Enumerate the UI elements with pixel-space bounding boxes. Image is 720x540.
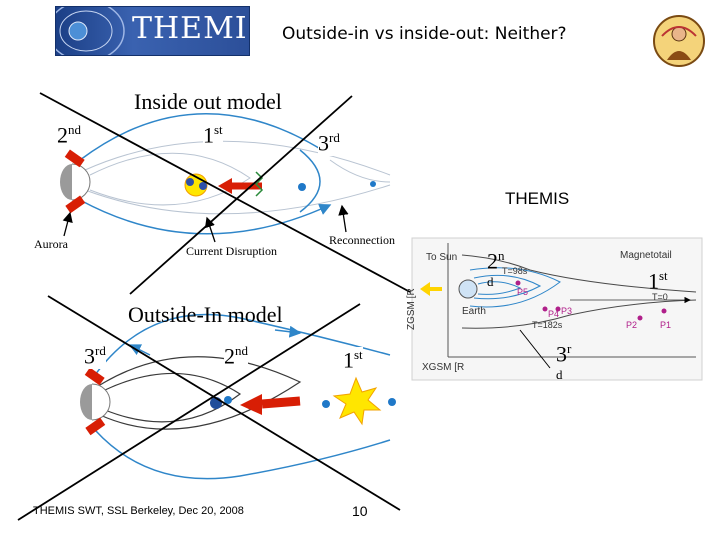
ordinal-suffix: rd bbox=[329, 130, 340, 145]
ordinal-number: 1 bbox=[648, 268, 659, 293]
inside-out-title: Inside out model bbox=[134, 89, 282, 115]
outside-in-cross-b bbox=[18, 304, 360, 520]
ordinal-number: 2 bbox=[224, 343, 235, 368]
probe-p2-label: P2 bbox=[626, 320, 637, 330]
themis-ordinal-2nd: 2n d bbox=[487, 247, 505, 291]
ordinal-number: 2 bbox=[487, 248, 498, 273]
themis-ordinal-1st: 1st bbox=[648, 268, 668, 294]
ordinal-suffix: rd bbox=[95, 343, 106, 358]
axis-unit: GSM [R bbox=[429, 362, 465, 373]
inside-out-ordinal-2nd: 2nd bbox=[57, 122, 81, 148]
t-value: =98s bbox=[508, 266, 528, 276]
probe-p1-label: P1 bbox=[660, 320, 671, 330]
t-value: =182s bbox=[538, 320, 563, 330]
themis-ordinal-3rd: 3r d bbox=[556, 340, 571, 384]
ordinal-suffix: nd bbox=[235, 343, 248, 358]
xgsm-axis-label: XGSM [R bbox=[422, 362, 464, 373]
ordinal-suffix: r bbox=[567, 341, 571, 356]
themis-panel-label: THEMIS bbox=[505, 189, 569, 209]
ordinal-suffix: n bbox=[498, 248, 505, 263]
t-aurora-label: T=98s bbox=[502, 266, 527, 276]
ordinal-suffix: st bbox=[354, 347, 363, 362]
ordinal-number: 1 bbox=[343, 347, 354, 372]
current-disruption-label: Current Disruption bbox=[186, 244, 277, 259]
ordinal-suffix-cont: d bbox=[556, 367, 563, 382]
probe-p3-label: P3 bbox=[561, 306, 572, 316]
axis-symbol: Z bbox=[406, 324, 417, 330]
footer-text: THEMIS SWT, SSL Berkeley, Dec 20, 2008 bbox=[33, 505, 244, 517]
outside-in-ordinal-1st: 1st bbox=[343, 347, 363, 373]
reconnection-label: Reconnection bbox=[329, 233, 395, 248]
axis-unit: GSM [R bbox=[406, 288, 417, 324]
aurora-label: Aurora bbox=[34, 237, 68, 252]
to-sun-label: To Sun bbox=[426, 252, 457, 263]
ordinal-number: 3 bbox=[556, 341, 567, 366]
outside-in-ordinal-2nd: 2nd bbox=[224, 343, 248, 369]
ordinal-number: 3 bbox=[84, 343, 95, 368]
t-current-disruption-label: T=182s bbox=[532, 320, 562, 330]
ordinal-suffix: st bbox=[214, 122, 223, 137]
outside-in-title: Outside-In model bbox=[128, 302, 283, 328]
ordinal-suffix-cont: d bbox=[487, 274, 494, 289]
probe-p4-label: P4 bbox=[548, 309, 559, 319]
probe-p5-label: P5 bbox=[517, 287, 528, 297]
outside-in-ordinal-3rd: 3rd bbox=[84, 343, 106, 369]
ordinal-number: 3 bbox=[318, 130, 329, 155]
magnetotail-label: Magnetotail bbox=[620, 250, 672, 261]
axis-symbol: X bbox=[422, 362, 429, 373]
ordinal-suffix: nd bbox=[68, 122, 81, 137]
ordinal-suffix: st bbox=[659, 268, 668, 283]
ordinal-number: 2 bbox=[57, 122, 68, 147]
earth-label: Earth bbox=[462, 306, 486, 317]
ordinal-number: 1 bbox=[203, 122, 214, 147]
inside-out-cross-b bbox=[130, 96, 352, 294]
outside-in-diagram bbox=[80, 315, 396, 479]
inside-out-diagram bbox=[60, 114, 390, 234]
inside-out-ordinal-1st: 1st bbox=[203, 122, 223, 148]
zgsm-axis-label: ZGSM [R bbox=[406, 288, 417, 330]
page-number: 10 bbox=[352, 503, 368, 519]
inside-out-ordinal-3rd: 3rd bbox=[318, 130, 340, 156]
